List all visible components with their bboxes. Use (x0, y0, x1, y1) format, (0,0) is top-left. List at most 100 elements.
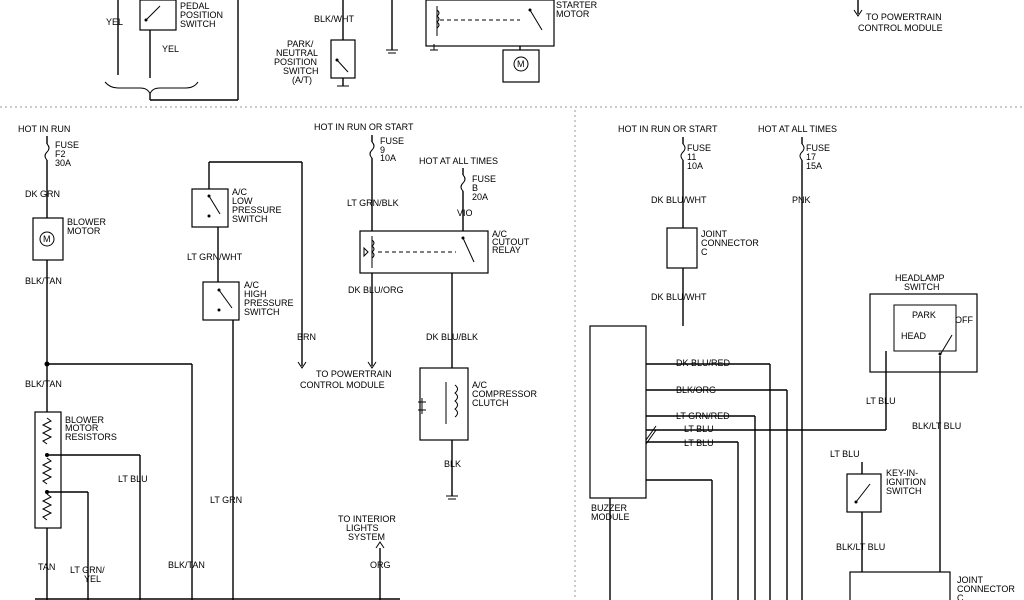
dk-grn-label: DK GRN (25, 189, 60, 199)
blower-circuit: HOT IN RUN FUSE F2 30A DK GRN M BLOWER M… (18, 124, 205, 600)
high-pressure-label-1: A/C (244, 280, 260, 290)
key-switch-label-1: KEY-IN- (886, 468, 918, 478)
top-strip: YEL PEDAL POSITION SWITCH YEL BLK/WHT PA… (104, 0, 943, 101)
blk-lt-blu-label-2: BLK/LT BLU (836, 542, 885, 552)
high-pressure-label-4: SWITCH (244, 307, 280, 317)
headlamp-switch-inner (893, 304, 957, 352)
starter-motor-label-1: STARTER (556, 0, 598, 10)
to-pcm-label-1: TO POWERTRAIN (316, 369, 392, 379)
starter-motor-label-2: MOTOR (556, 9, 590, 19)
lt-blu-label-d: LT BLU (830, 449, 860, 459)
park-neutral-label-2: NEUTRAL (276, 48, 318, 58)
ac-compressor-clutch-box (419, 367, 469, 441)
ac-pressure-circuit: A/C LOW PRESSURE SWITCH BRN LT GRN/WHT A… (187, 161, 316, 600)
resistors-label-3: RESISTORS (65, 432, 117, 442)
low-pressure-switch-box (191, 188, 229, 228)
cutout-relay-label-3: RELAY (492, 245, 521, 255)
starter-motor-symbol: M (517, 59, 525, 69)
to-pcm-top-label-2: CONTROL MODULE (858, 23, 943, 33)
fuse-11-label-2: 11 (687, 152, 696, 162)
key-in-ignition-switch-box (846, 473, 882, 513)
to-interior-label-1: TO INTERIOR (338, 514, 396, 524)
buzzer-hot-run-start-label: HOT IN RUN OR START (618, 124, 718, 134)
dk-blu-org-label: DK BLU/ORG (348, 285, 404, 295)
fuse-9-label-1: FUSE (380, 136, 404, 146)
low-pressure-label-4: SWITCH (232, 214, 268, 224)
high-pressure-label-2: HIGH (244, 289, 267, 299)
yel-label-mid: YEL (162, 44, 179, 54)
buzzer-module-label-1: BUZZER (591, 503, 628, 513)
pnk-label: PNK (792, 195, 811, 205)
fuse-17-label-2: 17 (806, 152, 816, 162)
joint-conn-label-2: CONNECTOR (701, 238, 759, 248)
fuse-11-label-3: 10A (687, 161, 703, 171)
pedal-switch-box (139, 0, 177, 31)
fuse-f2-label-2: F2 (55, 149, 66, 159)
park-neutral-label-3: POSITION (274, 57, 317, 67)
lt-blu-blower-label: LT BLU (118, 474, 148, 484)
joint-conn-bottom-label-1: JOINT (957, 575, 984, 585)
blk-tan-label-1: BLK/TAN (25, 276, 62, 286)
park-neutral-switch-box (330, 39, 356, 79)
lt-blu-label-c: LT BLU (866, 396, 896, 406)
compressor-label-2: COMPRESSOR (472, 389, 538, 399)
blower-motor-box (32, 217, 64, 261)
to-interior-label-3: SYSTEM (348, 532, 385, 542)
lt-grn-wht-label: LT GRN/WHT (187, 252, 243, 262)
dk-blu-wht-label-2: DK BLU/WHT (651, 292, 707, 302)
pedal-switch-label-2: POSITION (180, 10, 223, 20)
headlamp-switch-label-1: HEADLAMP (895, 273, 945, 283)
lt-grn-red-label: LT GRN/RED (676, 411, 730, 421)
lt-grn-yel-label-1: LT GRN/ (70, 565, 105, 575)
lt-blu-label-b: LT BLU (684, 438, 714, 448)
joint-conn-label-1: JOINT (701, 229, 728, 239)
org-label: ORG (370, 560, 391, 570)
joint-connector-bottom-box (849, 571, 951, 600)
pedal-switch-label-3: SWITCH (180, 19, 216, 29)
joint-connector-box (666, 227, 698, 269)
fuse-f2-label-3: 30A (55, 158, 71, 168)
to-pcm-top-label-1: TO POWERTRAIN (866, 12, 942, 22)
blower-motor-symbol: M (43, 234, 51, 244)
compressor-label-1: A/C (472, 380, 488, 390)
fuse-b-label-3: 20A (472, 192, 488, 202)
fuse-11-label-1: FUSE (687, 143, 711, 153)
park-neutral-label-4: SWITCH (283, 66, 319, 76)
joint-conn-label-3: C (701, 247, 708, 257)
head-label: HEAD (901, 331, 927, 341)
low-pressure-label-2: LOW (232, 196, 253, 206)
lt-grn-blk-label: LT GRN/BLK (347, 198, 399, 208)
buzzer-circuit: HOT IN RUN OR START FUSE 11 10A DK BLU/W… (589, 124, 1015, 600)
headlamp-switch-box (869, 293, 978, 373)
low-pressure-label-1: A/C (232, 187, 248, 197)
park-neutral-label-1: PARK/ (287, 39, 314, 49)
fuse-17-label-1: FUSE (806, 143, 830, 153)
high-pressure-label-3: PRESSURE (244, 298, 294, 308)
cutout-relay-label-1: A/C (492, 229, 508, 239)
tan-label: TAN (38, 562, 55, 572)
lt-grn-yel-label-2: YEL (84, 574, 101, 584)
blk-label: BLK (444, 459, 461, 469)
blk-tan-label-2: BLK/TAN (25, 379, 62, 389)
blk-tan-label-3: BLK/TAN (168, 560, 205, 570)
ac-hot-all-times-label: HOT AT ALL TIMES (419, 156, 498, 166)
compressor-label-3: CLUTCH (472, 398, 509, 408)
ac-cutout-circuit: HOT IN RUN OR START FUSE 9 10A LT GRN/BL… (300, 122, 538, 600)
dk-blu-red-label: DK BLU/RED (676, 358, 731, 368)
to-pcm-label-2: CONTROL MODULE (300, 380, 385, 390)
fuse-b-label-2: B (472, 183, 478, 193)
lt-blu-label-a: LT BLU (684, 424, 714, 434)
fuse-9-label-3: 10A (380, 153, 396, 163)
fuse-f2-label-1: FUSE (55, 140, 79, 150)
resistors-label-1: BLOWER (65, 415, 105, 425)
brn-label: BRN (297, 332, 316, 342)
resistors-label-2: MOTOR (65, 423, 99, 433)
blk-lt-blu-label-1: BLK/LT BLU (912, 421, 961, 431)
dk-blu-wht-label-1: DK BLU/WHT (651, 195, 707, 205)
fuse-b-label-1: FUSE (472, 174, 496, 184)
buzzer-module-box (589, 325, 647, 499)
high-pressure-switch-box (202, 281, 240, 321)
fuse-17-label-3: 15A (806, 161, 822, 171)
pedal-switch-label-1: PEDAL (180, 1, 210, 11)
